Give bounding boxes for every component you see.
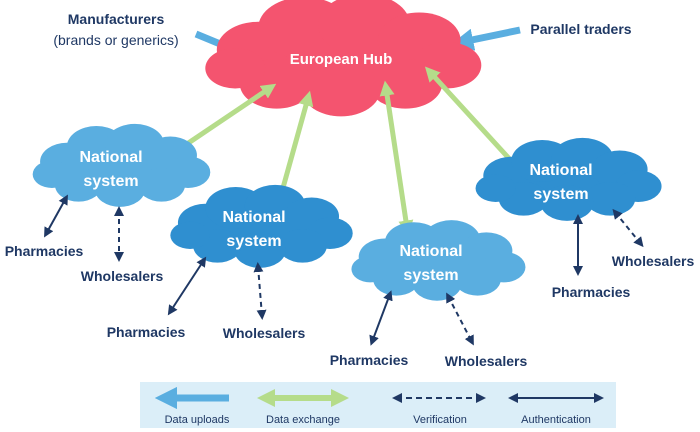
manufacturers-sublabel: (brands or generics) bbox=[53, 32, 178, 48]
exchange-arrow-3 bbox=[379, 80, 414, 236]
legend-data-uploads-label: Data uploads bbox=[165, 414, 230, 426]
national-system-label-1a: National bbox=[79, 149, 142, 166]
legend-data-exchange-label: Data exchange bbox=[266, 414, 340, 426]
legend-verification-label: Verification bbox=[413, 414, 467, 426]
national-system-cloud-3 bbox=[351, 220, 526, 301]
national-system-label-4b: system bbox=[533, 186, 588, 203]
wholesalers-label-2: Wholesalers bbox=[223, 325, 306, 341]
national-system-label-3a: National bbox=[399, 243, 462, 260]
national-system-cloud-2 bbox=[170, 184, 353, 268]
exchange-arrow-4 bbox=[424, 66, 521, 171]
wholesalers-label-1: Wholesalers bbox=[81, 268, 164, 284]
legend-box bbox=[140, 382, 616, 428]
authentication-arrow-1 bbox=[44, 194, 68, 238]
authentication-arrow-3 bbox=[369, 290, 393, 346]
european-hub-label: European Hub bbox=[290, 51, 393, 68]
wholesalers-label-3: Wholesalers bbox=[445, 353, 528, 369]
authentication-arrow-2 bbox=[167, 256, 207, 316]
national-system-label-4a: National bbox=[529, 162, 592, 179]
national-system-label-3b: system bbox=[403, 267, 458, 284]
parallel-traders-upload-arrow bbox=[451, 26, 521, 51]
national-system-label-1b: system bbox=[83, 173, 138, 190]
wholesalers-label-4: Wholesalers bbox=[612, 253, 695, 269]
verification-arrow-4 bbox=[612, 208, 644, 248]
pharmacies-label-1: Pharmacies bbox=[5, 243, 84, 259]
exchange-arrow-2 bbox=[275, 90, 314, 203]
national-system-label-2a: National bbox=[222, 209, 285, 226]
manufacturers-label: Manufacturers bbox=[68, 11, 165, 27]
pharmacies-label-3: Pharmacies bbox=[330, 352, 409, 368]
exchange-arrow-1 bbox=[171, 83, 277, 155]
verification-arrow-3 bbox=[446, 292, 474, 346]
legend-authentication-label: Authentication bbox=[521, 414, 591, 426]
national-system-label-2b: system bbox=[226, 233, 281, 250]
pharmacies-label-4: Pharmacies bbox=[552, 284, 631, 300]
pharmacies-label-2: Pharmacies bbox=[107, 324, 186, 340]
verification-arrow-2 bbox=[253, 262, 267, 320]
parallel-traders-label: Parallel traders bbox=[530, 21, 631, 37]
